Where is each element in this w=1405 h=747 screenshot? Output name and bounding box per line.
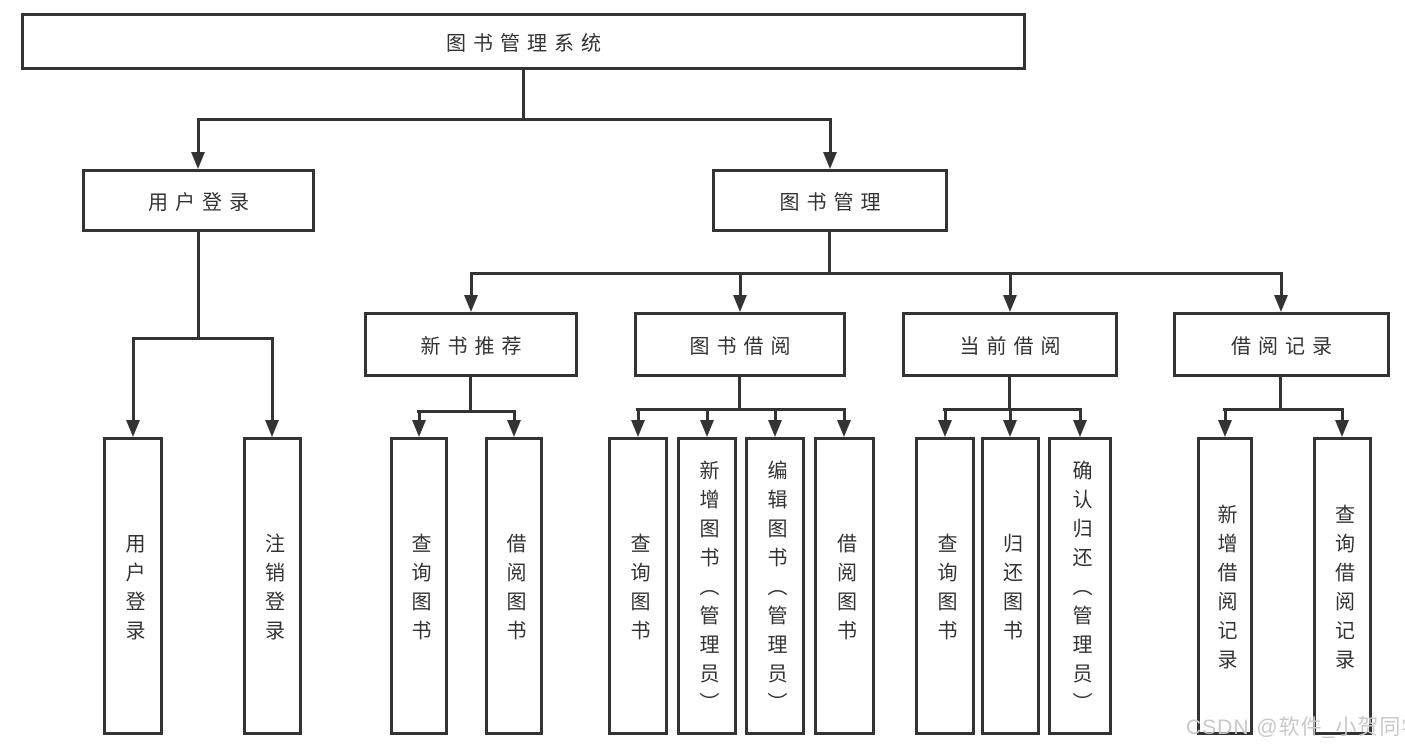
connector-current-borrow-stem xyxy=(1008,377,1011,408)
arrow-to-cb-query-books xyxy=(938,408,952,437)
node-book-borrow-label: 图书借阅 xyxy=(689,336,798,358)
node-new-book-rec-label: 新书推荐 xyxy=(420,336,529,358)
leaf-user-login-label: 用户登录 xyxy=(122,532,144,649)
leaf-br-add-record: 新增借阅记录 xyxy=(1197,437,1253,735)
arrow-to-bb-borrow-books xyxy=(837,408,851,437)
connector-new-book-rec-stem xyxy=(469,377,472,410)
connector-level2-rail xyxy=(197,118,832,121)
connector-book-mgmt-stem xyxy=(828,232,831,272)
leaf-cb-return-books-label: 归还图书 xyxy=(999,532,1022,649)
node-book-borrow: 图书借阅 xyxy=(634,312,846,377)
arrow-to-cb-return-books xyxy=(1003,408,1017,437)
node-user-login: 用户登录 xyxy=(82,169,315,232)
arrow-to-current-borrow xyxy=(1003,272,1017,312)
node-borrow-records: 借阅记录 xyxy=(1173,312,1390,377)
leaf-bb-borrow-books-label: 借阅图书 xyxy=(833,532,856,649)
connector-current-borrow-rail xyxy=(943,408,1081,411)
arrow-to-bb-add-books xyxy=(700,408,714,437)
arrow-to-borrow-records xyxy=(1274,272,1288,312)
node-new-book-rec: 新书推荐 xyxy=(364,312,578,377)
arrow-to-bb-edit-books xyxy=(768,408,782,437)
node-book-mgmt-label: 图书管理 xyxy=(779,192,888,214)
node-user-login-label: 用户登录 xyxy=(148,192,256,214)
node-current-borrow: 当前借阅 xyxy=(902,312,1118,377)
arrow-to-bb-query-books xyxy=(631,408,645,437)
connector-user-login-rail xyxy=(132,337,274,340)
leaf-user-login: 用户登录 xyxy=(103,437,163,735)
leaf-bb-query-books: 查询图书 xyxy=(608,437,668,735)
connector-book-borrow-rail xyxy=(636,408,845,411)
arrow-to-cb-confirm-return xyxy=(1073,408,1087,437)
node-current-borrow-label: 当前借阅 xyxy=(959,336,1068,358)
leaf-br-query-record: 查询借阅记录 xyxy=(1313,437,1372,735)
arrow-to-rec-borrow-books xyxy=(507,410,521,437)
connector-borrow-records-rail xyxy=(1223,408,1343,411)
arrow-to-rec-query-books xyxy=(412,410,426,437)
leaf-cb-confirm-return: 确认归还（管理员） xyxy=(1048,437,1112,735)
leaf-bb-edit-books-label: 编辑图书（管理员） xyxy=(764,460,786,721)
leaf-cb-query-books: 查询图书 xyxy=(915,437,975,735)
connector-borrow-records-stem xyxy=(1279,377,1282,408)
leaf-bb-edit-books: 编辑图书（管理员） xyxy=(745,437,805,735)
node-book-management-system: 图书管理系统 xyxy=(21,13,1026,70)
arrow-to-book-mgmt xyxy=(823,118,837,169)
node-book-mgmt: 图书管理 xyxy=(712,169,948,232)
leaf-br-query-record-label: 查询借阅记录 xyxy=(1331,503,1354,678)
leaf-rec-borrow-books-label: 借阅图书 xyxy=(503,532,525,649)
node-borrow-records-label: 借阅记录 xyxy=(1231,336,1339,358)
leaf-br-add-record-label: 新增借阅记录 xyxy=(1214,503,1236,678)
arrow-to-user-login xyxy=(191,118,205,169)
connector-root-stem xyxy=(522,70,525,118)
leaf-bb-borrow-books: 借阅图书 xyxy=(814,437,875,735)
connector-book-borrow-stem xyxy=(738,377,741,408)
leaf-cb-query-books-label: 查询图书 xyxy=(934,532,956,649)
leaf-rec-borrow-books: 借阅图书 xyxy=(485,437,543,735)
csdn-watermark: CSDN @软件_小贺同学 xyxy=(1186,716,1405,739)
node-book-management-system-label: 图书管理系统 xyxy=(446,33,608,55)
arrow-to-leaf-user-login xyxy=(126,337,140,437)
leaf-cb-return-books: 归还图书 xyxy=(981,437,1040,735)
connector-level3-rail xyxy=(470,272,1282,275)
arrow-to-new-book-rec xyxy=(464,272,478,312)
arrow-to-br-add-record xyxy=(1218,408,1232,437)
leaf-bb-query-books-label: 查询图书 xyxy=(627,532,649,649)
leaf-logout-label: 注销登录 xyxy=(261,532,284,649)
arrow-to-book-borrow xyxy=(733,272,747,312)
leaf-cb-confirm-return-label: 确认归还（管理员） xyxy=(1069,460,1091,721)
leaf-bb-add-books: 新增图书（管理员） xyxy=(677,437,737,735)
arrow-to-br-query-record xyxy=(1335,408,1349,437)
leaf-logout: 注销登录 xyxy=(243,437,302,735)
connector-user-login-stem xyxy=(197,232,200,337)
leaf-rec-query-books: 查询图书 xyxy=(390,437,448,735)
leaf-bb-add-books-label: 新增图书（管理员） xyxy=(696,460,718,721)
arrow-to-leaf-logout xyxy=(265,337,279,437)
connector-new-book-rec-rail xyxy=(417,410,515,413)
leaf-rec-query-books-label: 查询图书 xyxy=(408,532,430,649)
